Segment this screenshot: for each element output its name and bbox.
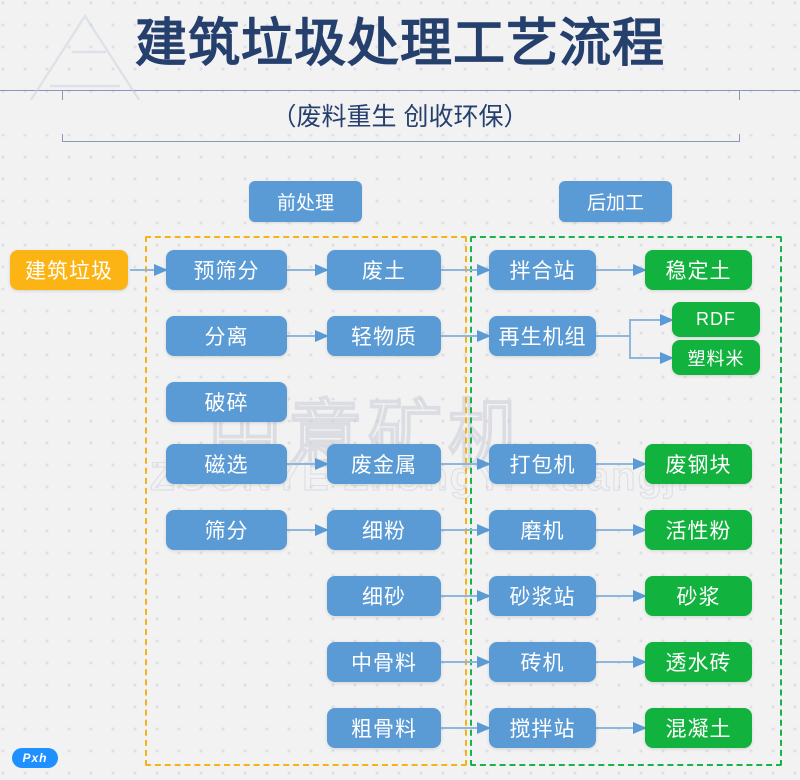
node-screening[interactable]: 筛分 bbox=[166, 510, 287, 550]
header-frame-top bbox=[62, 90, 740, 91]
node-light-material[interactable]: 轻物质 bbox=[327, 316, 441, 356]
node-mortar[interactable]: 砂浆 bbox=[645, 576, 752, 616]
node-mixing-station[interactable]: 拌合站 bbox=[489, 250, 596, 290]
node-source-construction-waste[interactable]: 建筑垃圾 bbox=[10, 250, 128, 290]
node-grinding-mill[interactable]: 磨机 bbox=[489, 510, 596, 550]
page-header: 建筑垃圾处理工艺流程 （废料重生 创收环保） bbox=[0, 0, 800, 160]
node-plastic-pellets[interactable]: 塑料米 bbox=[672, 340, 760, 375]
page-subtitle-text: （废料重生 创收环保） bbox=[261, 103, 539, 131]
node-crushing[interactable]: 破碎 bbox=[166, 382, 287, 422]
page-subtitle: （废料重生 创收环保） bbox=[0, 100, 800, 134]
node-stabilized-soil[interactable]: 稳定土 bbox=[645, 250, 752, 290]
node-recycling-unit[interactable]: 再生机组 bbox=[489, 316, 596, 356]
node-waste-soil[interactable]: 废土 bbox=[327, 250, 441, 290]
node-scrap-metal[interactable]: 废金属 bbox=[327, 444, 441, 484]
node-medium-aggregate[interactable]: 中骨料 bbox=[327, 642, 441, 682]
header-rule-left bbox=[0, 90, 63, 91]
node-fine-powder[interactable]: 细粉 bbox=[327, 510, 441, 550]
zone-pre-processing bbox=[145, 236, 467, 766]
node-magnetic-separation[interactable]: 磁选 bbox=[166, 444, 287, 484]
node-pre-screening[interactable]: 预筛分 bbox=[166, 250, 287, 290]
node-permeable-brick[interactable]: 透水砖 bbox=[645, 642, 752, 682]
node-rdf[interactable]: RDF bbox=[672, 302, 760, 337]
pxh-badge: Pxh bbox=[12, 748, 58, 768]
node-separation[interactable]: 分离 bbox=[166, 316, 287, 356]
node-concrete[interactable]: 混凝土 bbox=[645, 708, 752, 748]
node-fine-sand[interactable]: 细砂 bbox=[327, 576, 441, 616]
node-mortar-station[interactable]: 砂浆站 bbox=[489, 576, 596, 616]
node-active-powder[interactable]: 活性粉 bbox=[645, 510, 752, 550]
zone-label-pre-processing: 前处理 bbox=[249, 181, 362, 222]
header-rule-right bbox=[739, 90, 800, 91]
node-scrap-steel[interactable]: 废钢块 bbox=[645, 444, 752, 484]
node-baler[interactable]: 打包机 bbox=[489, 444, 596, 484]
page-title: 建筑垃圾处理工艺流程 bbox=[134, 14, 665, 74]
zone-label-post-processing: 后加工 bbox=[559, 181, 672, 222]
zone-post-processing bbox=[470, 236, 782, 766]
node-concrete-mixing-plant[interactable]: 搅拌站 bbox=[489, 708, 596, 748]
header-frame-bottom bbox=[62, 141, 740, 142]
node-brick-machine[interactable]: 砖机 bbox=[489, 642, 596, 682]
node-coarse-aggregate[interactable]: 粗骨料 bbox=[327, 708, 441, 748]
